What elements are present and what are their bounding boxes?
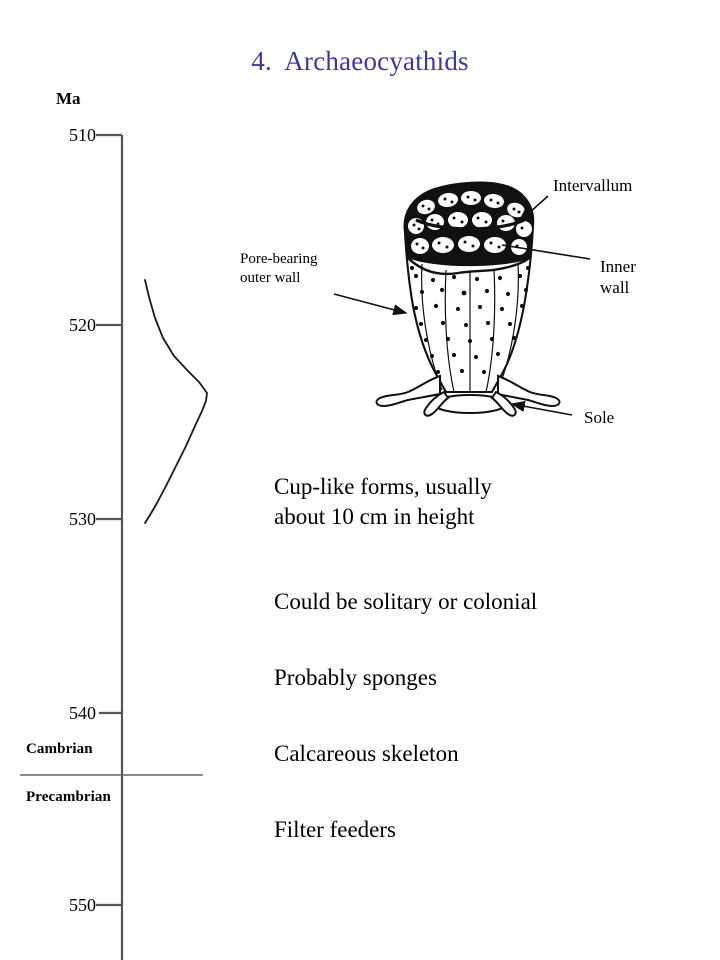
- diversity-curve: [144, 279, 208, 524]
- figure-label-sole: Sole: [584, 408, 615, 427]
- sole-holdfast: [375, 374, 561, 417]
- axis-tick-label-510: 510: [69, 125, 96, 145]
- era-label-cambrian: Cambrian: [26, 741, 93, 757]
- page-title: 4. Archaeocyathids: [251, 46, 469, 76]
- geologic-timescale-axis: [20, 133, 208, 960]
- archaeocyathid-diagram: [375, 181, 561, 417]
- bullet-filter-feeders: Filter feeders: [274, 817, 396, 842]
- archaeocyathid-body: [375, 181, 561, 417]
- axis-tick-label-540: 540: [69, 703, 96, 723]
- axis-tick-label-520: 520: [69, 315, 96, 335]
- inner-wall-rim: [415, 218, 525, 231]
- axis-unit-label: Ma: [56, 89, 81, 108]
- bullet-probably-sponges: Probably sponges: [274, 665, 437, 690]
- era-label-precambrian: Precambrian: [26, 789, 111, 805]
- figure-label-pore-bearing-outer-wall: Pore-bearing outer wall: [240, 251, 318, 286]
- intervallum-structure: [404, 182, 534, 276]
- axis-tick-label-530: 530: [69, 509, 96, 529]
- figure-label-intervallum: Intervallum: [553, 176, 633, 195]
- bullet-solitary-or-colonial: Could be solitary or colonial: [274, 589, 538, 614]
- axis-tick-label-550: 550: [69, 895, 96, 915]
- bullet-cup-like-forms: Cup-like forms, usually about 10 cm in h…: [274, 474, 492, 529]
- outer-wall-pores: [409, 265, 531, 375]
- figure-label-inner-wall: Inner wall: [600, 257, 636, 297]
- bullet-calcareous-skeleton: Calcareous skeleton: [274, 741, 459, 766]
